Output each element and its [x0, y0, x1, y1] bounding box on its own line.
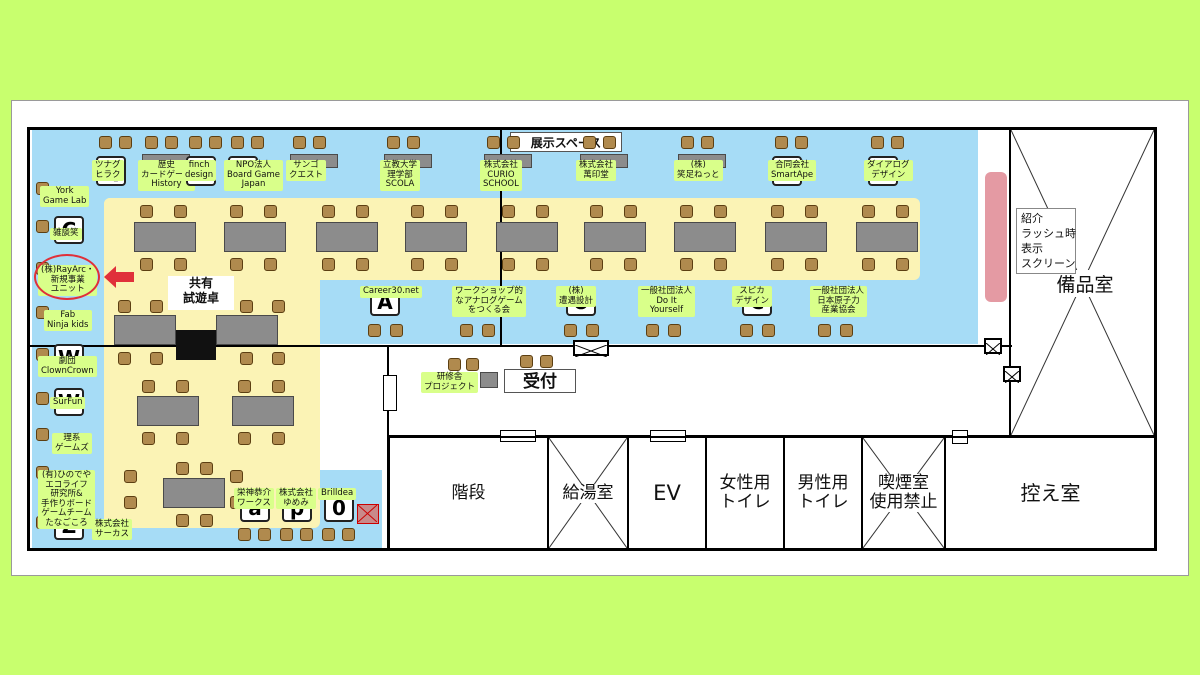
screen-bar	[985, 172, 1007, 302]
booth-label: 株式会社 ゆめみ	[276, 488, 317, 509]
booth-label: ツナグ ヒラク	[92, 160, 124, 181]
play-table	[405, 222, 467, 252]
booth-label: 劇団 ClownCrown	[38, 356, 97, 377]
booth-label: 合同会社 SmartApe	[768, 160, 817, 181]
booth-label: NPO法人 Board Game Japan	[224, 160, 283, 191]
room-stairs: 階段	[388, 436, 549, 550]
screen-sign: 紹介 ラッシュ時 表示 スクリーン	[1016, 208, 1076, 274]
play-table	[224, 222, 286, 252]
room-men: 男性用 トイレ	[783, 436, 863, 550]
closed-booth-icon	[357, 504, 379, 524]
room-kitchen: 給湯室	[547, 436, 629, 550]
shared-table-right	[216, 315, 278, 345]
pillar-2	[984, 338, 1002, 356]
booth-label: SurFun	[50, 397, 86, 409]
rayarc-highlight-circle	[34, 254, 100, 300]
booth-label: 雑談笑	[50, 228, 82, 240]
booth-label: 株式会社 萬印堂	[576, 160, 617, 181]
play-table-3	[163, 478, 225, 508]
door-left	[383, 375, 397, 411]
room-waiting: 控え室	[944, 436, 1157, 550]
play-table	[674, 222, 736, 252]
booth-label: 理系 ゲームズ	[52, 433, 92, 454]
play-table-1	[137, 396, 199, 426]
booth-label: 一般社団法人 Do It Yourself	[638, 286, 696, 317]
booth-label: Career30.net	[360, 286, 422, 298]
shared-table-label: 共有 試遊卓	[168, 276, 234, 310]
play-table-2	[232, 396, 294, 426]
play-table	[584, 222, 646, 252]
shared-table-center	[176, 330, 216, 360]
booth-label: スピカ デザイン	[732, 286, 773, 307]
shared-table-left	[114, 315, 176, 345]
booth-label: 一般社団法人 日本原子力 産業協会	[810, 286, 868, 317]
room-elevator: EV	[627, 436, 707, 550]
booth-label: York Game Lab	[40, 186, 90, 207]
booth-label: 株式会社 CURIO SCHOOL	[480, 160, 522, 191]
reception-label: 受付	[504, 369, 576, 393]
room-smoking: 喫煙室 使用禁止	[861, 436, 946, 550]
pillar-3	[1003, 366, 1021, 384]
booth-label: (株) 遭遇設計	[556, 286, 597, 307]
play-table	[856, 222, 918, 252]
play-table	[496, 222, 558, 252]
play-table	[765, 222, 827, 252]
booth-label: (有)ひのでや エコライフ 研究所& 手作りボード ゲームチーム たなごころ	[38, 470, 96, 529]
booth-label: ワークショップ的 なアナログゲーム をつくる会	[452, 286, 527, 317]
booth-label: 栄神恭介 ワークス	[234, 488, 275, 509]
booth-label: Brilldea	[318, 488, 357, 500]
booth-label: 株式会社 サーカス	[92, 519, 133, 540]
booth-label: Fab Ninja kids	[44, 310, 92, 331]
room-smoking-label: 喫煙室 使用禁止	[869, 473, 938, 512]
reception-desk	[480, 372, 498, 388]
room-kitchen-label: 給湯室	[562, 482, 614, 503]
booth-label: (株) 笑足ねっと	[674, 160, 723, 181]
booth-label: 立教大学 理学部 SCOLA	[380, 160, 421, 191]
equipment-room-label: 備品室	[1040, 270, 1130, 297]
red-arrow-icon	[104, 266, 134, 288]
play-table	[316, 222, 378, 252]
pillar-1	[573, 340, 609, 358]
booth-label: ダイアログ デザイン	[864, 160, 913, 181]
booth-label: finch design	[182, 160, 217, 181]
play-table	[134, 222, 196, 252]
booth-label: サンゴ クエスト	[286, 160, 327, 181]
reception-booth-label: 研修舎 プロジェクト	[421, 372, 479, 393]
room-women: 女性用 トイレ	[705, 436, 785, 550]
